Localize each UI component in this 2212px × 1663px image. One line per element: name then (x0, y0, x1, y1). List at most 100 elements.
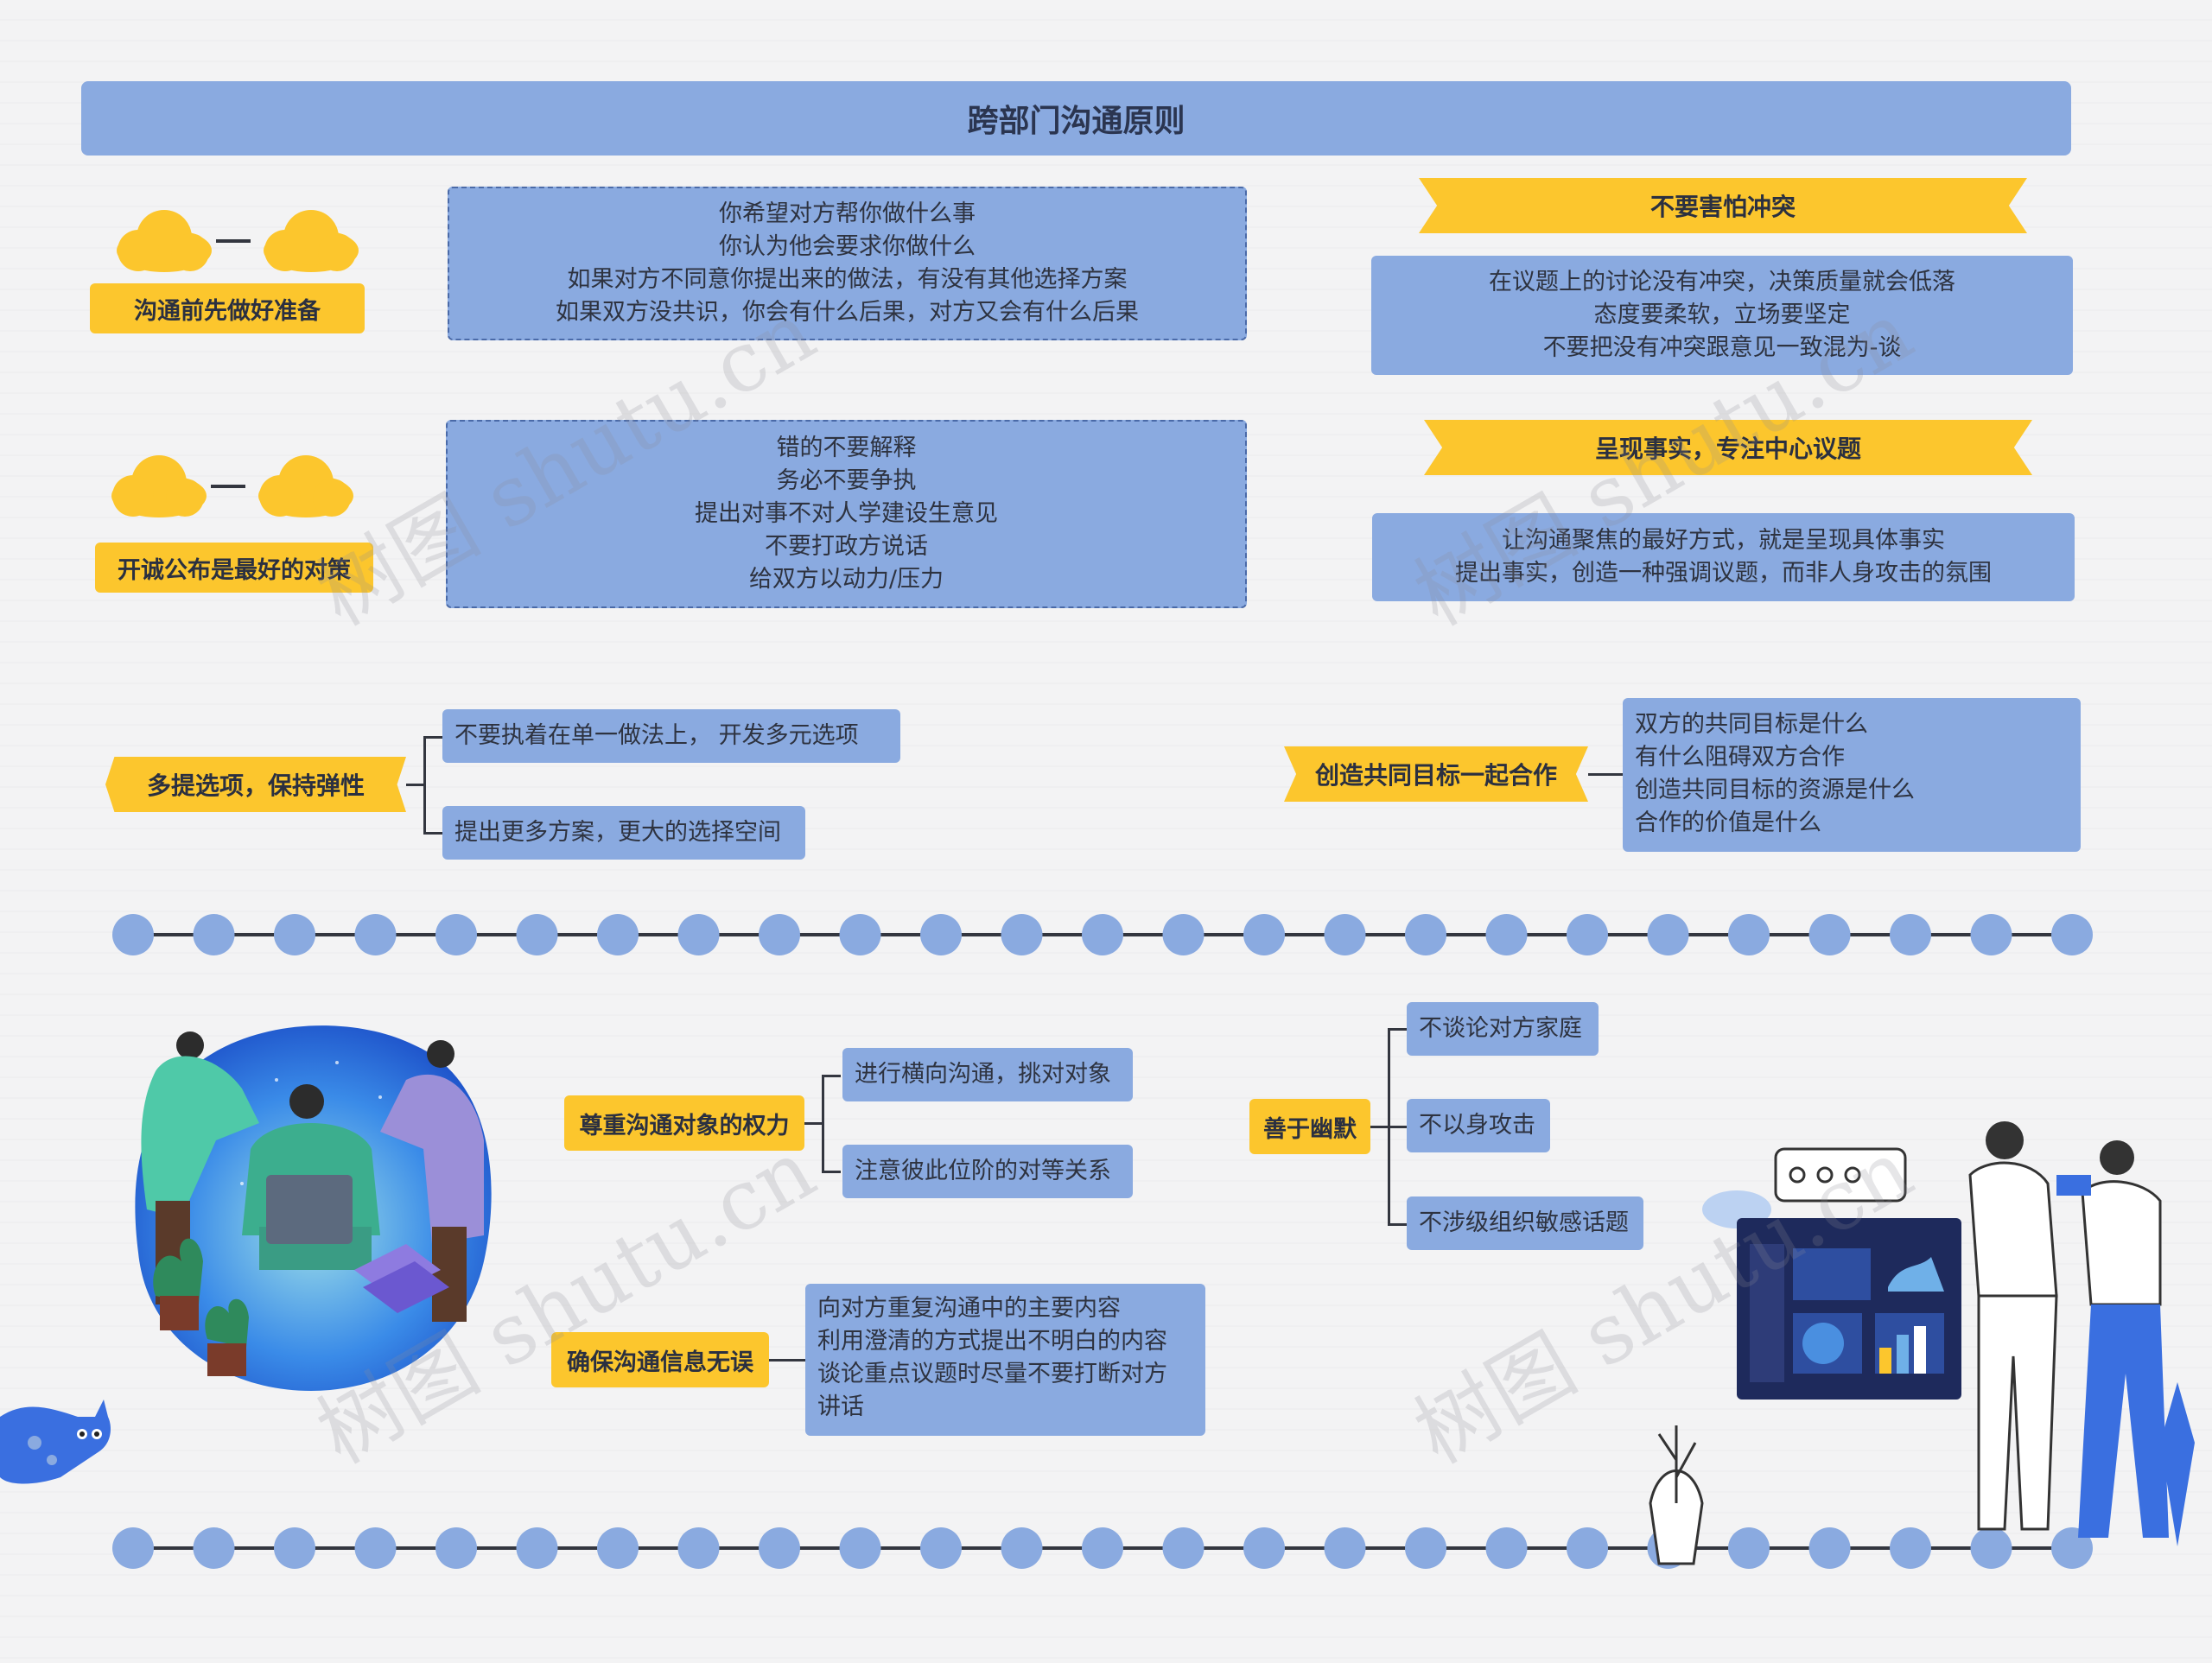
cloud-icon (117, 210, 359, 272)
dot-divider (112, 1527, 2093, 1569)
divider-dot (274, 1527, 315, 1569)
divider-dot (193, 1527, 235, 1569)
divider-dot (1162, 1527, 1205, 1569)
dashboard-people-illustration (1649, 1121, 2195, 1565)
respect-item: 进行横向沟通，挑对对象 (842, 1048, 1133, 1101)
topic-prepare[interactable]: 沟通前先做好准备 (90, 283, 365, 333)
option-item: 提出更多方案，更大的选择空间 (442, 806, 805, 860)
conflict-details: 在议题上的讨论没有冲突，决策质量就会低落态度要柔软，立场要坚定不要把没有冲突跟意… (1371, 256, 2073, 375)
humor-item: 不涉级组织敏感话题 (1407, 1196, 1643, 1250)
connector (423, 832, 442, 835)
topic-conflict[interactable]: 不要害怕冲突 (1419, 178, 2027, 233)
detail-line: 你认为他会要求你做什么 (719, 233, 976, 260)
divider-dot (1162, 914, 1205, 955)
divider-dot (1405, 914, 1446, 955)
divider-dot (1970, 1527, 2012, 1569)
connector (1388, 1028, 1407, 1031)
divider-dot (1567, 914, 1608, 955)
accurate-details: 向对方重复沟通中的主要内容利用澄清的方式提出不明白的内容谈论重点议题时尽量不要打… (805, 1284, 1205, 1436)
divider-dot (435, 914, 477, 955)
page-title: 跨部门沟通原则 (81, 81, 2071, 156)
divider-dot (516, 914, 558, 955)
detail-line: 给双方以动力/压力 (748, 566, 944, 593)
topic-facts[interactable]: 呈现事实，专注中心议题 (1424, 420, 2032, 475)
detail-line: 合作的价值是什么 (1635, 809, 1821, 836)
goal-details: 双方的共同目标是什么有什么阻碍双方合作创造共同目标的资源是什么合作的价值是什么 (1623, 698, 2081, 852)
humor-item: 不以身攻击 (1407, 1099, 1550, 1152)
sincere-details: 错的不要解释务必不要争执提出对事不对人学建设生意见不要打政方说话给双方以动力/压… (446, 420, 1247, 608)
divider-dot (354, 1527, 397, 1569)
detail-line: 谈论重点议题时尽量不要打断对方 (817, 1361, 1167, 1387)
divider-dot (516, 1527, 558, 1569)
divider-dot (1890, 914, 1931, 955)
topic-accurate[interactable]: 确保沟通信息无误 (551, 1332, 769, 1387)
divider-dot (354, 914, 397, 955)
divider-dot (1082, 914, 1123, 955)
humor-item: 不谈论对方家庭 (1407, 1002, 1599, 1056)
team-laptop-illustration (135, 1025, 492, 1391)
option-item: 不要执着在单一做法上， 开发多元选项 (442, 709, 900, 763)
detail-line: 不要打政方说话 (765, 533, 928, 560)
divider-dot (112, 1527, 154, 1569)
connector (822, 1075, 824, 1171)
connector (423, 736, 442, 739)
divider-dot (1567, 1527, 1608, 1569)
detail-line: 有什么阻碍双方合作 (1635, 744, 1845, 771)
connector (804, 1122, 823, 1125)
divider-dot (1243, 914, 1285, 955)
detail-line: 态度要柔软，立场要坚定 (1593, 301, 1851, 328)
divider-dot (1970, 914, 2012, 955)
detail-line: 双方的共同目标是什么 (1635, 711, 1868, 738)
detail-line: 如果双方没共识，你会有什么后果，对方又会有什么后果 (556, 299, 1139, 326)
detail-line: 在议题上的讨论没有冲突，决策质量就会低落 (1489, 269, 1955, 295)
cat-illustration (0, 1400, 111, 1484)
divider-dot (112, 914, 154, 955)
detail-line: 讲话 (817, 1393, 864, 1420)
detail-line: 如果对方不同意你提出来的做法，有没有其他选择方案 (567, 266, 1128, 293)
divider-dot (1324, 1527, 1366, 1569)
connector (1370, 1126, 1389, 1128)
divider-dot (759, 914, 800, 955)
divider-dot (597, 1527, 639, 1569)
divider-dot (1405, 1527, 1446, 1569)
divider-dot (1485, 1527, 1528, 1569)
divider-dot (1001, 1527, 1043, 1569)
divider-dot (920, 1527, 962, 1569)
connector (822, 1075, 841, 1077)
divider-dot (1728, 1527, 1770, 1569)
prepare-details: 你希望对方帮你做什么事你认为他会要求你做什么如果对方不同意你提出来的做法，有没有… (448, 187, 1247, 340)
detail-line: 务必不要争执 (776, 467, 917, 494)
connector (406, 784, 425, 786)
topic-options[interactable]: 多提选项，保持弹性 (105, 757, 406, 812)
topic-goal[interactable]: 创造共同目标一起合作 (1284, 746, 1588, 802)
topic-humor[interactable]: 善于幽默 (1249, 1099, 1370, 1154)
topic-respect[interactable]: 尊重沟通对象的权力 (564, 1095, 804, 1151)
divider-dot (1324, 914, 1366, 955)
divider-dot (839, 1527, 881, 1569)
facts-details: 让沟通聚焦的最好方式，就是呈现具体事实提出事实，创造一种强调议题，而非人身攻击的… (1372, 513, 2075, 601)
divider-dot (677, 1527, 720, 1569)
detail-line: 向对方重复沟通中的主要内容 (817, 1295, 1121, 1322)
divider-dot (2051, 914, 2093, 955)
respect-item: 注意彼此位阶的对等关系 (842, 1145, 1133, 1198)
divider-dot (597, 914, 639, 955)
detail-line: 创造共同目标的资源是什么 (1635, 777, 1915, 803)
divider-dot (759, 1527, 800, 1569)
detail-line: 不要把没有冲突跟意见一致混为-谈 (1542, 334, 1902, 361)
topic-sincere[interactable]: 开诚公布是最好的对策 (95, 543, 373, 593)
detail-line: 提出事实，创造一种强调议题，而非人身攻击的氛围 (1455, 560, 1992, 587)
detail-line: 错的不要解释 (776, 435, 917, 461)
connector (1388, 1126, 1407, 1128)
detail-line: 利用澄清的方式提出不明白的内容 (817, 1328, 1167, 1355)
divider-dot (1728, 914, 1770, 955)
detail-line: 让沟通聚焦的最好方式，就是呈现具体事实 (1502, 527, 1945, 554)
divider-dot (920, 914, 962, 955)
divider-dot (435, 1527, 477, 1569)
detail-line: 提出对事不对人学建设生意见 (695, 500, 998, 527)
divider-dot (677, 914, 720, 955)
connector (1588, 773, 1623, 776)
divider-dot (1485, 914, 1528, 955)
divider-dot (1243, 1527, 1285, 1569)
detail-line: 你希望对方帮你做什么事 (719, 200, 976, 227)
divider-dot (1082, 1527, 1123, 1569)
